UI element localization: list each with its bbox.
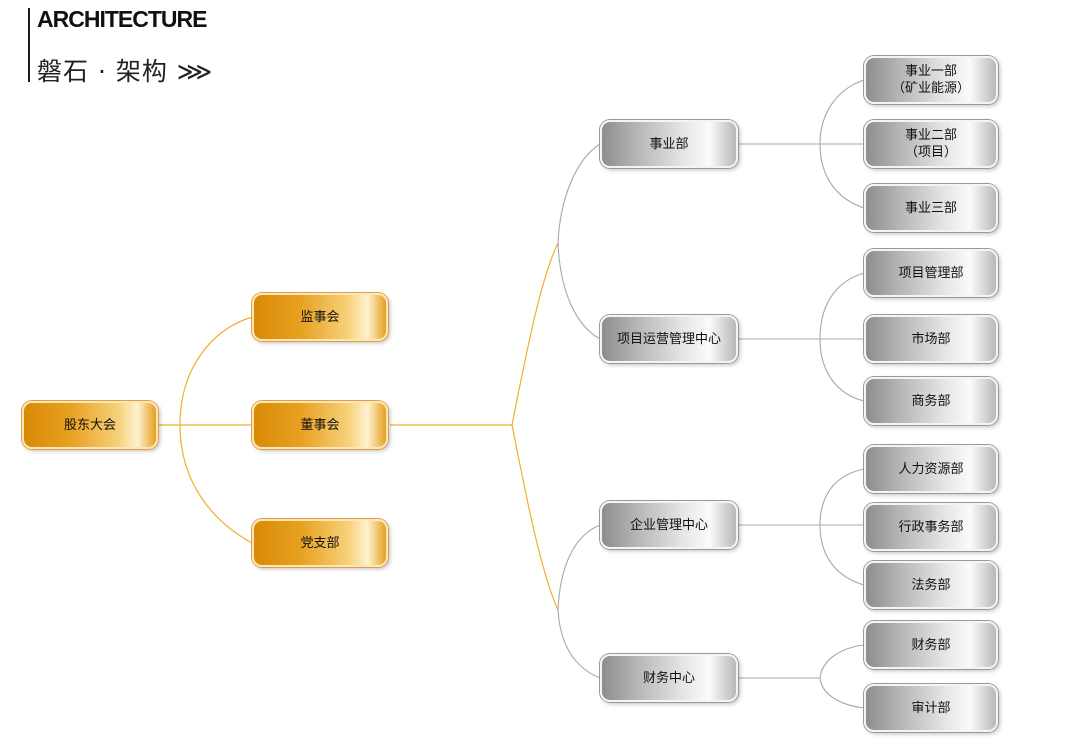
node-finance-center: 财务中心 [600,654,738,702]
node-hr-dept: 人力资源部 [864,445,998,493]
node-commerce-dept: 商务部 [864,377,998,425]
node-board-of-directors: 董事会 [252,401,388,449]
link-branch-supervisors [179,316,253,426]
link-to-project-ops [557,242,601,340]
node-shareholders-meeting: 股东大会 [22,401,158,449]
node-supervisory-board: 监事会 [252,293,388,341]
node-business-division-2: 事业二部 （项目） [864,120,998,168]
node-admin-affairs-dept: 行政事务部 [864,503,998,551]
link-to-business-dept [557,143,601,244]
link-to-finance-center [557,609,601,679]
link-to-enterprise-mgmt [557,524,601,611]
node-party-branch: 党支部 [252,519,388,567]
node-project-operations-center: 项目运营管理中心 [600,315,738,363]
link-branch-party [179,424,253,544]
node-audit-dept: 审计部 [864,684,998,732]
node-business-division-1: 事业一部 （矿业能源） [864,56,998,104]
node-enterprise-management-center: 企业管理中心 [600,501,738,549]
node-finance-dept: 财务部 [864,621,998,669]
page-title-english: ARCHITECTURE [37,6,207,32]
node-marketing-dept: 市场部 [864,315,998,363]
node-business-department: 事业部 [600,120,738,168]
link-trunk-upper [511,242,559,426]
header-accent-bar [28,8,30,82]
node-business-division-3: 事业三部 [864,184,998,232]
node-project-management-dept: 项目管理部 [864,249,998,297]
page-title-chinese: 磐石 · 架构 ⋙ [37,57,214,86]
node-legal-dept: 法务部 [864,561,998,609]
link-trunk-lower [511,424,559,611]
